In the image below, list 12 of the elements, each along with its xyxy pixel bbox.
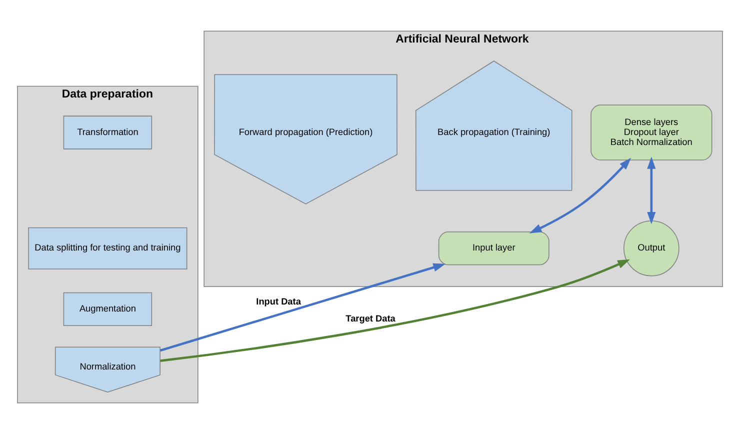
arrow	[647, 156, 656, 224]
arrow	[160, 258, 630, 362]
node-box: Transformation	[63, 115, 152, 149]
node-circle: Output	[624, 220, 680, 276]
node-box: Augmentation	[63, 292, 152, 326]
node-box: Input layer	[438, 231, 550, 265]
edge-label: Input Data	[256, 296, 301, 306]
arrow	[160, 262, 446, 352]
arrow	[529, 157, 632, 233]
node-box: Dense layers Dropout layer Batch Normalization	[590, 104, 712, 160]
node-box: Data splitting for testing and training	[28, 226, 188, 269]
edge-label: Target Data	[346, 312, 396, 323]
